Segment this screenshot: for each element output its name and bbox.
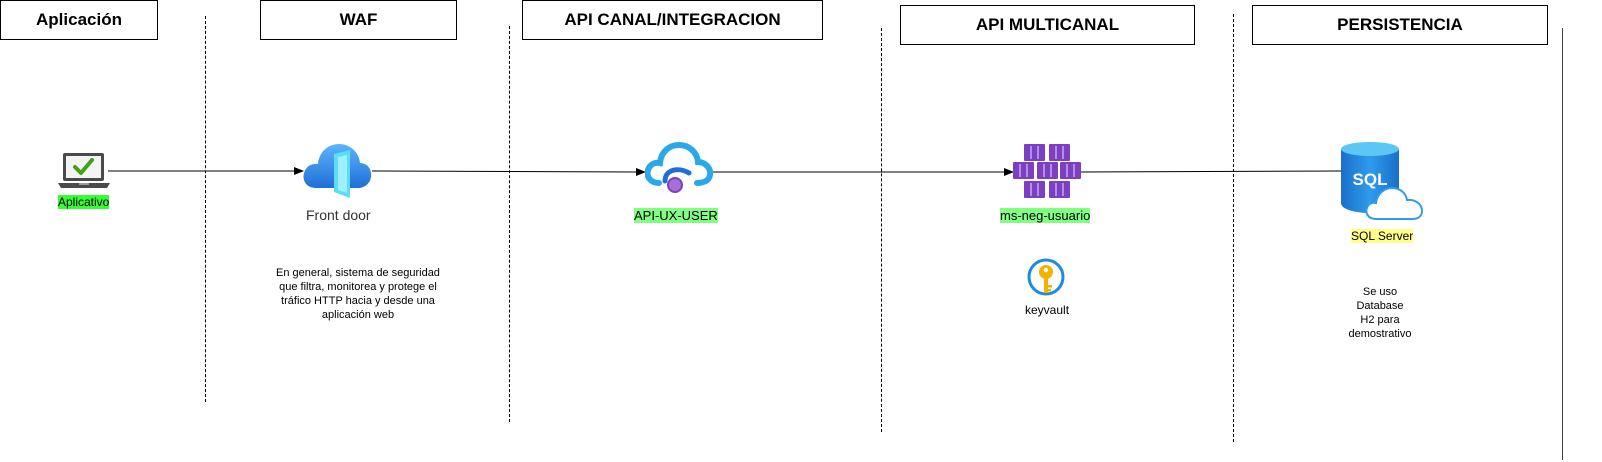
persistencia-note-line: H2 para <box>1360 314 1400 326</box>
node-label-sql-server: SQL Server <box>1351 229 1414 243</box>
key-vault-icon <box>1027 258 1065 296</box>
separator-4 <box>1233 14 1234 442</box>
node-label-front-door: Front door <box>306 207 371 223</box>
header-api-multicanal: API MULTICANAL <box>900 5 1195 45</box>
persistencia-note: Se uso Database H2 para demostrativo <box>1330 285 1430 341</box>
node-label-api-ux-user: API-UX-USER <box>634 208 718 223</box>
container-apps-icon <box>1013 144 1081 198</box>
waf-description-line: tráfico HTTP hacia y desde una <box>281 295 435 307</box>
connector-ms-to-sql <box>1079 170 1342 173</box>
header-persistencia: PERSISTENCIA <box>1252 5 1548 45</box>
waf-description-line: que filtra, monitorea y protege el <box>279 281 437 293</box>
header-waf: WAF <box>260 0 457 40</box>
waf-description-line: En general, sistema de seguridad <box>276 267 440 279</box>
arrow-frontdoor-to-api <box>371 167 646 176</box>
header-api-canal-integracion: API CANAL/INTEGRACION <box>522 0 823 40</box>
canvas-right-border <box>1562 28 1563 460</box>
persistencia-note-line: Database <box>1356 300 1404 312</box>
azure-front-door-icon <box>303 144 372 198</box>
node-label-ms-neg-usuario: ms-neg-usuario <box>1000 208 1091 223</box>
laptop-check-icon <box>58 153 110 188</box>
separator-2 <box>509 26 510 422</box>
node-label-keyvault: keyvault <box>1025 303 1070 317</box>
persistencia-note-line: Se uso <box>1362 286 1398 298</box>
sql-server-icon: SQL <box>1341 142 1424 220</box>
api-management-icon <box>645 141 713 193</box>
separator-3 <box>881 28 882 432</box>
node-label-aplicativo: Aplicativo <box>58 195 110 209</box>
separator-1 <box>205 16 206 402</box>
persistencia-note-line: demostrativo <box>1348 328 1412 340</box>
header-aplicacion: Aplicación <box>0 0 158 40</box>
waf-description-line: aplicación web <box>321 309 395 321</box>
sql-icon-text: SQL <box>1353 170 1388 189</box>
waf-description: En general, sistema de seguridad que fil… <box>258 266 458 322</box>
